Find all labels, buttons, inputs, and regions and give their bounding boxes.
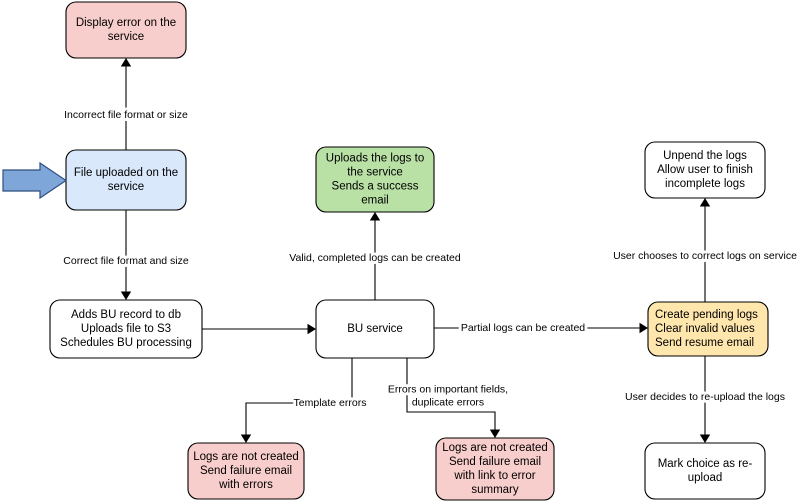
edge-partial-logs-can-be-created-arrowhead xyxy=(639,322,648,334)
node-create-pending-logs-box[interactable] xyxy=(647,301,769,357)
node-uploads-logs-success-label: Sends a success xyxy=(332,181,419,193)
edge-partial-logs-can-be-created-label: Partial logs can be created xyxy=(461,322,585,334)
node-unpend-the-logs-label: Allow user to finish xyxy=(657,164,753,176)
edge-template-errors-label: Template errors xyxy=(294,397,367,409)
edge-correct-file-format-arrowhead xyxy=(120,291,132,300)
node-adds-bu-record-to-db-label: Uploads file to S3 xyxy=(81,323,171,335)
node-file-uploaded-on-service-box[interactable] xyxy=(65,149,187,211)
edge-valid-completed-logs: Valid, completed logs can be createdVali… xyxy=(286,212,464,300)
entry-block-arrow xyxy=(2,161,68,200)
edge-correct-file-format-label-halo: Correct file format and size xyxy=(63,255,189,267)
node-create-pending-logs-label: Clear invalid values xyxy=(655,323,755,335)
edge-adds-record-to-bu-service-arrowhead xyxy=(307,323,316,335)
node-file-uploaded-on-service[interactable]: File uploaded on the service xyxy=(65,149,187,211)
entry-arrow-layer xyxy=(2,161,68,200)
node-adds-bu-record-to-db[interactable]: Adds BU record to db Uploads file to S3 Sc… xyxy=(49,299,203,359)
edge-user-decides-to-reupload-label-halo: User decides to re-upload the logs xyxy=(625,391,785,403)
node-logs-not-created-with-errors-label: with errors xyxy=(218,479,273,491)
node-bu-service-label: BU service xyxy=(347,323,403,335)
edge-user-corrects-logs-on-service-label-halo: User chooses to correct logs on service xyxy=(613,250,797,262)
node-display-error-on-service-box[interactable] xyxy=(65,1,187,59)
edge-errors-important-fields-line xyxy=(406,358,496,431)
edge-correct-file-format-label: Correct file format and size xyxy=(63,255,189,267)
node-logs-not-created-with-errors-label: Logs are not created xyxy=(193,451,299,463)
node-create-pending-logs-label: Send resume email xyxy=(655,337,754,349)
edge-partial-logs-can-be-created-label-halo: Partial logs can be created xyxy=(461,322,585,334)
node-logs-not-created-with-errors-label: Send failure email xyxy=(200,465,292,477)
edge-errors-important-fields-label: duplicate errors xyxy=(412,396,484,408)
edge-user-corrects-logs-on-service-arrowhead xyxy=(699,198,711,207)
node-adds-bu-record-to-db-label: Schedules BU processing xyxy=(60,337,192,349)
edge-template-errors-arrowhead xyxy=(240,434,252,443)
node-adds-bu-record-to-db-label: Adds BU record to db xyxy=(71,309,181,321)
edge-incorrect-file-format-arrowhead xyxy=(120,58,132,67)
edge-incorrect-file-format-label-halo: Incorrect file format or size xyxy=(64,109,188,121)
edge-errors-important-fields-label-halo: duplicate errors xyxy=(412,396,484,408)
edge-valid-completed-logs-label-halo: Valid, completed logs can be created xyxy=(289,252,461,264)
node-logs-not-created-with-errors-box[interactable] xyxy=(187,442,305,500)
node-uploads-logs-success-label: Uploads the logs to xyxy=(326,153,424,165)
edge-errors-important-fields-label-halo: Errors on important fields, xyxy=(388,383,508,395)
edge-incorrect-file-format-label: Incorrect file format or size xyxy=(64,109,188,121)
node-unpend-the-logs-box[interactable] xyxy=(644,141,766,199)
edge-errors-important-fields-arrowhead xyxy=(489,429,501,438)
node-display-error-on-service-label: Display error on the xyxy=(76,17,176,29)
edge-adds-record-to-bu-service xyxy=(202,323,316,335)
node-create-pending-logs-label: Create pending logs xyxy=(655,309,758,321)
node-unpend-the-logs-label: Unpend the logs xyxy=(663,150,747,162)
node-mark-choice-as-reupload-label: Mark choice as re- xyxy=(658,458,753,470)
edge-template-errors-label-halo: Template errors xyxy=(294,397,367,409)
node-logs-not-created-with-link-label: with link to error xyxy=(453,470,535,482)
node-display-error-on-service-label: service xyxy=(108,31,144,43)
edge-valid-completed-logs-arrowhead xyxy=(369,212,381,221)
edge-user-decides-to-reupload-label: User decides to re-upload the logs xyxy=(625,391,785,403)
node-file-uploaded-on-service-label: File uploaded on the xyxy=(74,167,178,179)
node-logs-not-created-with-link-box[interactable] xyxy=(435,437,555,501)
node-uploads-logs-success-label: email xyxy=(361,195,388,207)
node-display-error-on-service[interactable]: Display error on the service xyxy=(65,1,187,59)
node-uploads-logs-success-box[interactable] xyxy=(315,146,435,213)
node-uploads-logs-success-label: the service xyxy=(347,167,403,179)
node-logs-not-created-with-link-label: summary xyxy=(471,484,519,496)
edge-user-corrects-logs-on-service: User chooses to correct logs on serviceU… xyxy=(610,198,800,302)
node-mark-choice-as-reupload[interactable]: Mark choice as re-upload xyxy=(644,442,766,500)
node-mark-choice-as-reupload-box[interactable] xyxy=(644,442,766,500)
edge-valid-completed-logs-label: Valid, completed logs can be created xyxy=(289,252,461,264)
edge-user-corrects-logs-on-service-label: User chooses to correct logs on service xyxy=(613,250,797,262)
node-bu-service-box[interactable] xyxy=(315,299,435,359)
node-unpend-the-logs-label: incomplete logs xyxy=(665,178,745,190)
node-file-uploaded-on-service-label: service xyxy=(108,181,144,193)
edge-template-errors-line xyxy=(245,358,353,436)
edge-user-decides-to-reupload-arrowhead xyxy=(699,434,711,443)
node-mark-choice-as-reupload-label: upload xyxy=(688,472,723,484)
node-logs-not-created-with-link-label: Logs are not created xyxy=(442,442,548,454)
edge-errors-important-fields: Errors on important fields,Errors on imp… xyxy=(385,358,511,438)
edge-errors-important-fields-label: Errors on important fields, xyxy=(388,383,508,395)
node-adds-bu-record-to-db-box[interactable] xyxy=(49,299,203,359)
node-logs-not-created-with-link-label: Send failure email xyxy=(449,456,541,468)
node-bu-service[interactable]: BU service xyxy=(315,299,435,359)
